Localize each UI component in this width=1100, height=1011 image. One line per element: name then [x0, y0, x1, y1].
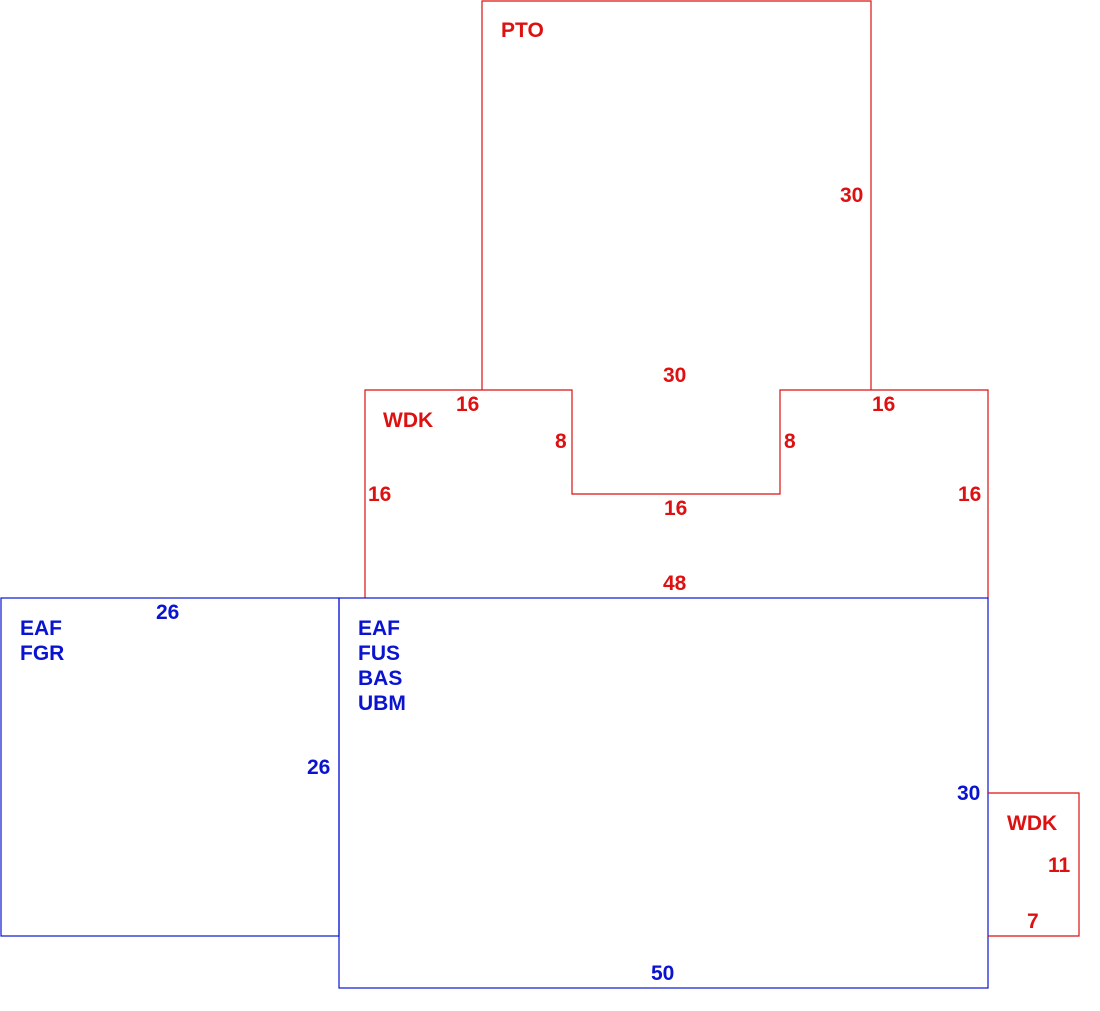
pto-area — [481, 0, 872, 390]
wdk-small-outline — [988, 792, 1080, 937]
wdk-small-label: WDK — [1007, 812, 1057, 835]
wdk-notch-bottom-dimension: 16 — [664, 497, 687, 520]
left-block-top-dimension: 26 — [156, 601, 179, 624]
wdk-right-dimension: 16 — [958, 483, 981, 506]
main-block-bottom-dimension: 50 — [651, 962, 674, 985]
main-block-code-3: BAS — [358, 667, 402, 690]
main-block-right-dimension: 30 — [957, 782, 980, 805]
wdk-left-dimension: 16 — [368, 483, 391, 506]
left-block-code-2: FGR — [20, 642, 64, 665]
wdk-notch-left-dimension: 8 — [555, 430, 567, 453]
main-block-code-1: EAF — [358, 617, 400, 640]
wdk-notch-right-dimension: 8 — [784, 430, 796, 453]
main-block-code-2: FUS — [358, 642, 400, 665]
wdk-main-outline — [364, 389, 989, 598]
wdk-top-left-dimension: 16 — [456, 393, 479, 416]
main-block-code-4: UBM — [358, 692, 406, 715]
wdk-top-right-dimension: 16 — [872, 393, 895, 416]
left-block-code-1: EAF — [20, 617, 62, 640]
wdk-main-label: WDK — [383, 409, 433, 432]
pto-label: PTO — [501, 19, 544, 42]
left-block-right-dimension: 26 — [307, 756, 330, 779]
wdk-bottom-dimension: 48 — [663, 572, 687, 595]
wdk-main-area — [364, 389, 989, 598]
pto-bottom-dimension: 30 — [663, 364, 686, 387]
main-block-outline — [338, 597, 989, 989]
wdk-small-bottom-dimension: 7 — [1027, 910, 1039, 933]
pto-outline — [481, 0, 872, 390]
pto-right-dimension: 30 — [840, 184, 863, 207]
wdk-small-right-dimension: 11 — [1048, 854, 1071, 877]
